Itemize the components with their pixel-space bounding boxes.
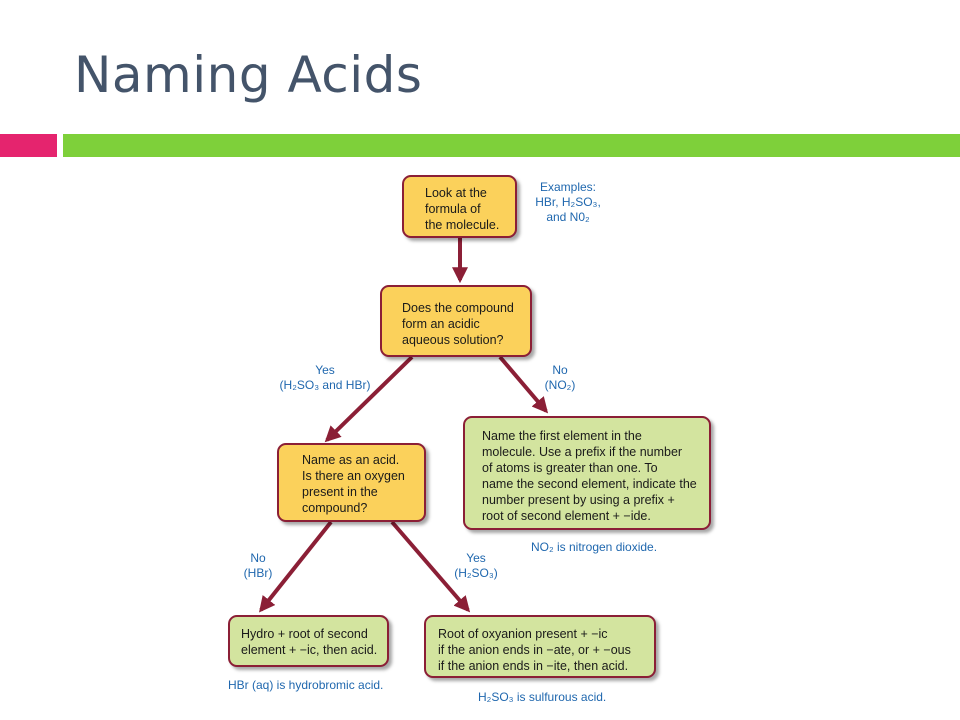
molecular-line-6: root of second element + −ide. bbox=[482, 509, 651, 523]
molecular-caption: NO₂ is nitrogen dioxide. bbox=[531, 540, 658, 554]
examples-line-2: HBr, H₂SO₃, bbox=[535, 195, 601, 209]
question1-line-3: aqueous solution? bbox=[402, 333, 504, 347]
yes1-line-1: Yes bbox=[315, 363, 335, 377]
no2-line-1: No bbox=[250, 551, 266, 565]
start-line-3: the molecule. bbox=[425, 218, 500, 232]
question1-line-2: form an acidic bbox=[402, 317, 480, 331]
no2-label: No (HBr) bbox=[236, 551, 280, 581]
question1-box: Does the compound form an acidic aqueous… bbox=[380, 285, 532, 357]
question2-line-4: compound? bbox=[302, 501, 368, 515]
molecular-naming-box: Name the first element in the molecule. … bbox=[463, 416, 711, 530]
binary-acid-line-2: element + −ic, then acid. bbox=[241, 643, 378, 657]
arrow-question2-no bbox=[259, 520, 333, 613]
arrow-question1-yes bbox=[324, 355, 414, 443]
accent-bar-pink bbox=[0, 134, 57, 157]
start-line-2: formula of bbox=[425, 202, 481, 216]
binary-caption: HBr (aq) is hydrobromic acid. bbox=[228, 678, 384, 692]
binary-acid-line-1: Hydro + root of second bbox=[241, 627, 368, 641]
accent-bar-green bbox=[63, 134, 960, 157]
yes1-line-2: (H₂SO₃ and HBr) bbox=[279, 378, 371, 392]
oxyacid-line-2: if the anion ends in −ate, or + −ous bbox=[438, 643, 631, 657]
question2-line-1: Name as an acid. bbox=[302, 453, 400, 467]
start-line-1: Look at the bbox=[425, 186, 487, 200]
no1-label: No (NO₂) bbox=[540, 363, 580, 393]
arrow-question1-no bbox=[498, 355, 549, 414]
molecular-line-2: molecule. Use a prefix if the number bbox=[482, 445, 683, 459]
examples-line-1: Examples: bbox=[539, 180, 597, 194]
examples-line-3: and N0₂ bbox=[546, 210, 590, 224]
examples-label: Examples: HBr, H₂SO₃, and N0₂ bbox=[530, 180, 606, 225]
yes2-label: Yes (H₂SO₃) bbox=[448, 551, 504, 581]
arrow-question2-yes bbox=[390, 520, 471, 613]
oxyacid-line-1: Root of oxyanion present + −ic bbox=[438, 627, 608, 641]
molecular-line-1: Name the first element in the bbox=[482, 429, 642, 443]
question2-line-2: Is there an oxygen bbox=[302, 469, 405, 483]
binary-acid-box: Hydro + root of second element + −ic, th… bbox=[228, 615, 389, 667]
no1-line-1: No bbox=[552, 363, 568, 377]
molecular-line-5: number present by using a prefix + bbox=[482, 493, 675, 507]
question2-box: Name as an acid. Is there an oxygen pres… bbox=[277, 443, 426, 522]
molecular-line-3: of atoms is greater than one. To bbox=[482, 461, 658, 475]
yes2-line-1: Yes bbox=[466, 551, 486, 565]
page-title: Naming Acids bbox=[74, 46, 423, 104]
oxyacid-caption: H₂SO₃ is sulfurous acid. bbox=[478, 690, 607, 704]
question1-line-1: Does the compound bbox=[402, 301, 514, 315]
question2-line-3: present in the bbox=[302, 485, 378, 499]
oxyacid-line-3: if the anion ends in −ite, then acid. bbox=[438, 659, 629, 673]
no2-line-2: (HBr) bbox=[243, 566, 273, 580]
molecular-line-4: name the second element, indicate the bbox=[482, 477, 697, 491]
start-box: Look at the formula of the molecule. bbox=[402, 175, 517, 238]
oxyacid-box: Root of oxyanion present + −ic if the an… bbox=[424, 615, 656, 678]
yes1-label: Yes (H₂SO₃ and HBr) bbox=[275, 363, 375, 393]
yes2-line-2: (H₂SO₃) bbox=[454, 566, 498, 580]
no1-line-2: (NO₂) bbox=[544, 378, 576, 392]
